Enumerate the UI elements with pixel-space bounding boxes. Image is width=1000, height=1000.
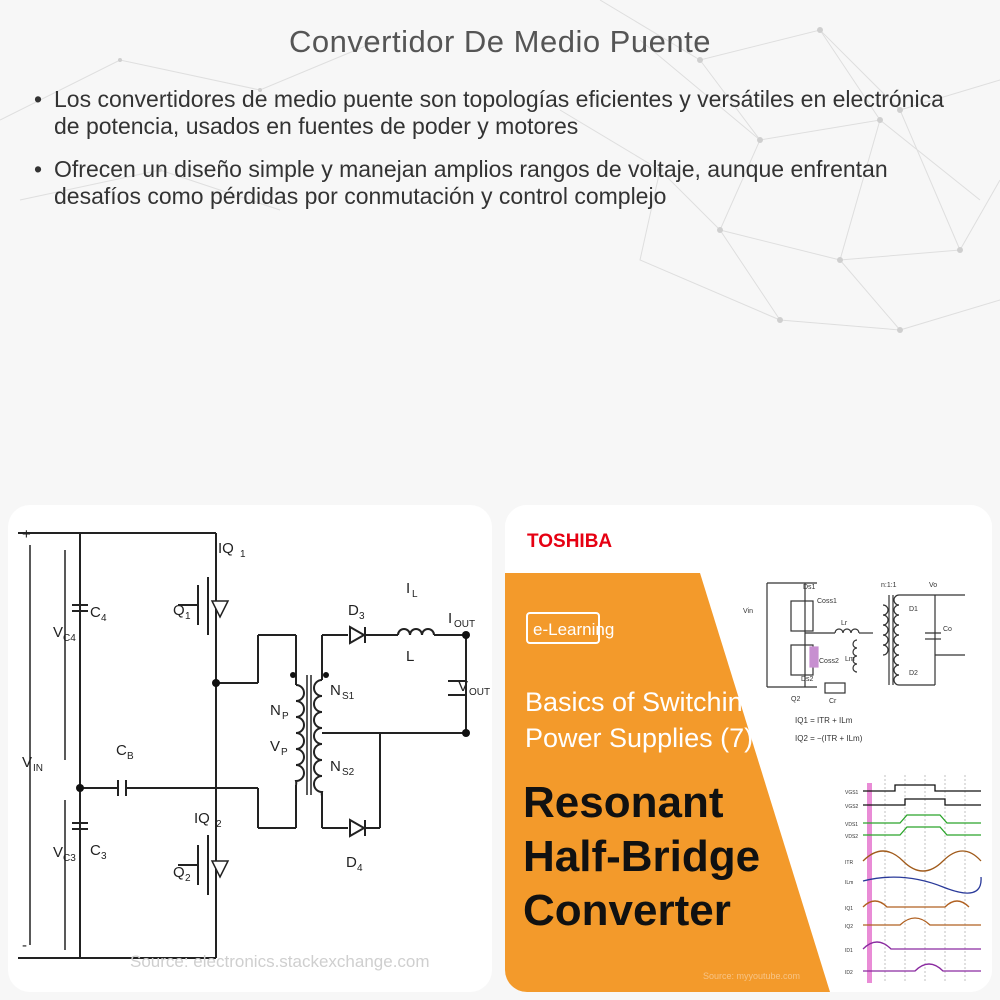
mini-ds2-label: Ds2 [801,676,814,683]
vin-minus-label: - [22,937,27,954]
waveform-panel: VGS1 VGS2 VDS1 VDS2 ITR ILm IQ1 IQ2 ID1 … [845,775,982,983]
mini-coss1-label: Coss1 [817,598,837,605]
d3-sub-label: 3 [359,611,365,622]
iq1-label: IQ [218,540,234,557]
ns1-sub-label: S1 [342,691,355,702]
wave-label-itr: ITR [845,860,853,866]
wave-label-iq1: IQ1 [845,906,853,912]
e-learning-badge [526,612,600,644]
page-title: Convertidor De Medio Puente [289,24,711,59]
right-source-caption: Source: myyoutube.com [703,971,800,981]
ns2-sub-label: S2 [342,767,355,778]
vc4-sub-label: C4 [63,633,76,644]
c4-label: C [90,604,101,621]
wave-label-vds1: VDS1 [845,822,858,828]
bullet-item: • Los convertidores de medio puente son t… [34,86,974,140]
vin-sub-label: IN [33,763,43,774]
mini-vin-label: Vin [743,608,753,615]
half-bridge-schematic: + - V IN V C4 C 4 V C3 C 3 C B IQ 1 Q 1 … [18,526,490,971]
mini-ds1-label: Ds1 [803,584,816,591]
mini-lm-label: Lm [845,656,855,663]
vp-sub-label: P [281,747,288,758]
mini-vo-label: Vo [929,582,937,589]
mini-d1-label: D1 [909,606,918,613]
np-label: N [270,702,281,719]
mini-cr-label: Cr [829,698,837,705]
wave-label-vds2: VDS2 [845,834,858,840]
iout-sub-label: OUT [454,619,475,630]
c3-label: C [90,842,101,859]
il-sub-label: L [412,589,418,600]
wave-label-id1: ID1 [845,948,853,954]
vout-sub-label: OUT [469,687,490,698]
q2-label: Q [173,864,185,881]
wave-label-id2: ID2 [845,970,853,976]
d4-label: D [346,854,357,871]
mini-q2-label: Q2 [791,696,800,703]
toshiba-thumbnail-panel: TOSHIBA e-Learning Basics of Switching P… [505,505,992,992]
bullet-dot: • [34,86,43,112]
bullet-list: • Los convertidores de medio puente son t… [34,86,974,226]
mini-co-label: Co [943,626,952,633]
c3-sub-label: 3 [101,851,107,862]
wave-label-iq2: IQ2 [845,924,853,930]
q2-sub-label: 2 [185,873,191,884]
orange-banner [505,573,830,992]
bullet-text: Los convertidores de medio puente son to… [54,86,944,139]
left-source-caption: Source: electronics.stackexchange.com [130,952,430,971]
mini-lr-label: Lr [841,620,848,627]
d4-sub-label: 4 [357,863,363,874]
vp-label: V [270,738,280,755]
wave-label-ilm: ILm [845,880,853,886]
vout-label: V [458,678,468,695]
bullet-item: • Ofrecen un diseño simple y manejan ampl… [34,156,974,210]
toshiba-logo: TOSHIBA [527,531,612,552]
ns1-label: N [330,682,341,699]
np-sub-label: P [282,711,289,722]
title-line-3: Converter [523,886,731,935]
mini-ratio-label: n:1:1 [881,582,897,589]
vin-label: V [22,754,32,771]
mini-eq1: IQ1 = ITR + ILm [795,716,853,725]
cb-label: C [116,742,127,759]
mini-d2-label: D2 [909,670,918,677]
title-line-1: Resonant [523,778,724,827]
bullet-text: Ofrecen un diseño simple y manejan ampli… [54,156,888,209]
bullet-dot: • [34,156,43,182]
mini-eq2: IQ2 = −(ITR + ILm) [795,734,863,743]
q1-sub-label: 1 [185,611,191,622]
subtitle-line-1: Basics of Switching [525,687,758,717]
wave-label-vgs1: VGS1 [845,790,859,796]
half-bridge-schematic-panel: + - V IN V C4 C 4 V C3 C 3 C B IQ 1 Q 1 … [8,505,492,992]
mini-coss2-label: Coss2 [819,658,839,665]
iq2-sub-label: 2 [216,819,222,830]
iq1-sub-label: 1 [240,549,246,560]
wave-label-vgs2: VGS2 [845,804,859,810]
cb-sub-label: B [127,751,134,762]
vc3-label: V [53,844,63,861]
e-learning-text: e-Learning [533,620,614,639]
iout-label: I [448,610,452,627]
title-line-2: Half-Bridge [523,832,760,881]
d3-label: D [348,602,359,619]
vin-plus-label: + [22,526,31,543]
iq2-label: IQ [194,810,210,827]
vc3-sub-label: C3 [63,853,76,864]
ns2-label: N [330,758,341,775]
il-label: I [406,580,410,597]
c4-sub-label: 4 [101,613,107,624]
toshiba-thumbnail: TOSHIBA e-Learning Basics of Switching P… [505,505,992,992]
q1-label: Q [173,602,185,619]
background-network-pattern [0,0,1000,333]
mini-resonant-circuit [766,582,965,694]
inductor-label: L [406,648,414,665]
vc4-label: V [53,624,63,641]
subtitle-line-2: Power Supplies (7) [525,723,753,753]
